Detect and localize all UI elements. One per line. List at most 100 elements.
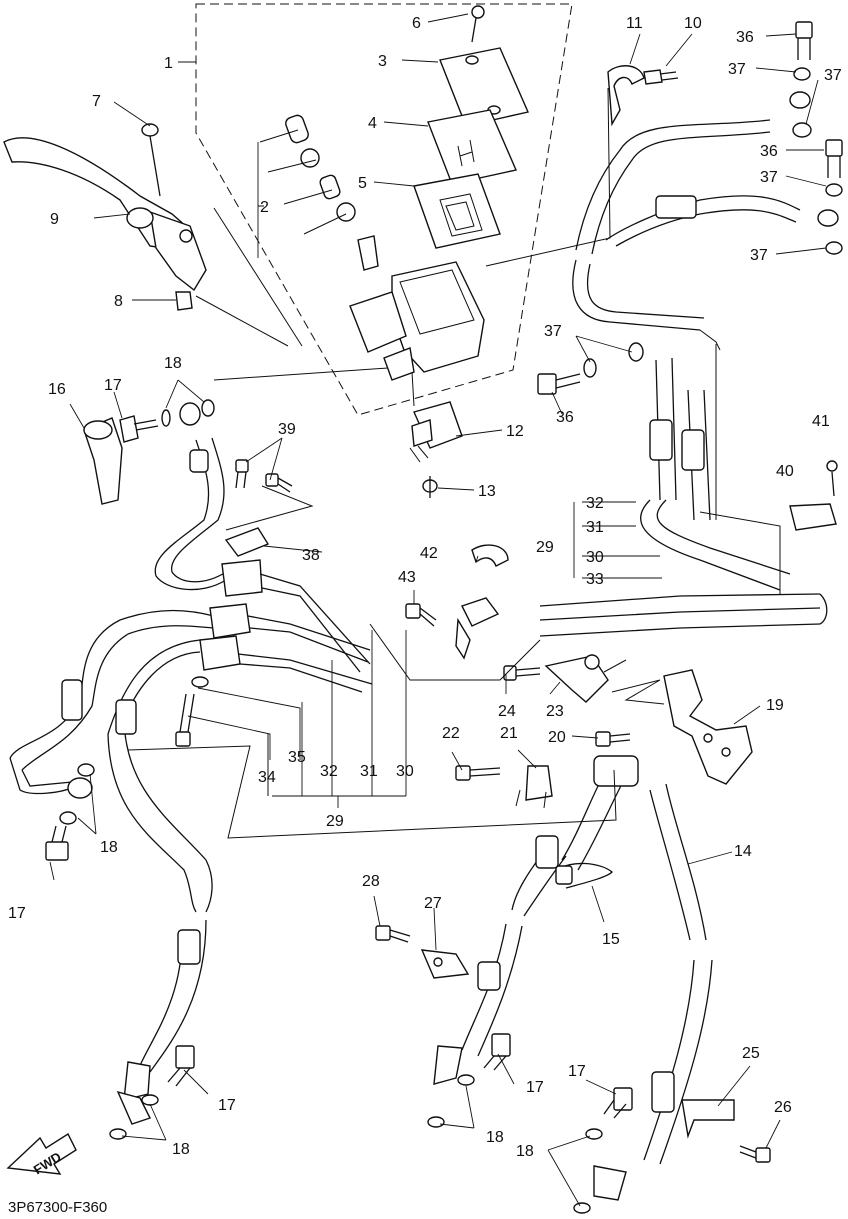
bolt-39-a	[235, 459, 249, 489]
callout-37-right-mid: 37	[760, 169, 778, 186]
callout-20: 20	[548, 729, 566, 746]
callout-7: 7	[92, 93, 101, 110]
callout-29: 29	[536, 539, 554, 556]
front-brake-switch	[409, 401, 463, 463]
callout-29-lower: 29	[326, 813, 344, 830]
brake-hose-lower-left	[107, 635, 373, 1125]
bolt-20	[595, 731, 631, 747]
callout-2: 2	[260, 199, 269, 216]
master-cylinder-diaphragm-plate	[427, 109, 517, 185]
callout-30: 30	[586, 549, 604, 566]
diagram-code: 3P67300-F360	[8, 1199, 107, 1216]
callout-28: 28	[362, 873, 380, 890]
callout-11: 11	[626, 15, 643, 32]
bolt-10	[643, 69, 679, 85]
callout-leaders	[49, 13, 827, 1207]
washers-18-lower	[59, 676, 603, 1214]
bolt-36-mid	[825, 139, 843, 178]
callout-5: 5	[358, 175, 367, 192]
callout-24: 24	[498, 703, 516, 720]
joint-bracket-23	[544, 654, 609, 703]
callout-34: 34	[258, 769, 276, 786]
master-cylinder-cap	[439, 47, 529, 127]
callout-4: 4	[368, 115, 377, 132]
master-cylinder-diaphragm	[413, 173, 501, 249]
callout-21: 21	[500, 725, 518, 742]
callout-32: 32	[586, 495, 604, 512]
callout-19: 19	[766, 697, 784, 714]
callout-36: 36	[736, 29, 754, 46]
callout-31: 31	[586, 519, 604, 536]
brake-hose-upper-right	[539, 119, 828, 637]
bolt-39-b	[265, 473, 293, 493]
callout-32-lower: 32	[320, 763, 338, 780]
callout-18-lower-left: 18	[172, 1141, 190, 1158]
callout-26: 26	[774, 1099, 792, 1116]
callout-37-center: 37	[544, 323, 562, 340]
callout-37-right-low: 37	[750, 247, 768, 264]
bolt-43	[405, 603, 437, 627]
callout-18-lower-mid: 18	[486, 1129, 504, 1146]
callout-18-left: 18	[100, 839, 118, 856]
callout-25: 25	[742, 1045, 760, 1062]
callout-37-right-top: 37	[824, 67, 842, 84]
hose-holder-clamp	[455, 544, 509, 660]
callout-30-lower: 30	[396, 763, 414, 780]
union-bolt	[119, 415, 159, 443]
callout-14: 14	[734, 843, 752, 860]
callout-38: 38	[302, 547, 320, 564]
callout-27: 27	[424, 895, 442, 912]
bolt-17-left	[45, 825, 69, 861]
callout-17-left: 17	[8, 905, 26, 922]
hose-guide-bracket	[663, 669, 753, 785]
callout-18: 18	[164, 355, 182, 372]
brake-lever	[3, 137, 207, 292]
callout-39: 39	[278, 421, 296, 438]
callout-37: 37	[728, 61, 746, 78]
callout-3: 3	[378, 53, 387, 70]
callout-9: 9	[50, 211, 59, 228]
cap-screw	[471, 5, 485, 43]
copper-washers	[161, 399, 215, 427]
brake-hose-upper	[154, 437, 371, 673]
callout-6: 6	[412, 15, 421, 32]
callout-36-mid: 36	[760, 143, 778, 160]
bolt-26	[739, 1145, 771, 1163]
bolt-36-center	[537, 373, 581, 395]
callout-1: 1	[164, 55, 173, 72]
callout-23: 23	[546, 703, 564, 720]
brake-switch-screw	[422, 476, 438, 498]
callout-17-lower-right: 17	[568, 1063, 586, 1080]
hose-clamp-15	[555, 862, 613, 889]
brake-hose-right	[433, 755, 713, 1201]
lever-pivot-bolt	[141, 123, 161, 197]
callout-10: 10	[684, 15, 702, 32]
master-cylinder-assembly-boundary	[195, 3, 573, 416]
bolt-22	[455, 765, 501, 781]
banjo-bolt-cover	[83, 417, 123, 505]
callout-18-lower-right: 18	[516, 1143, 534, 1160]
callout-36-center: 36	[556, 409, 574, 426]
callout-8: 8	[114, 293, 123, 310]
washers-37	[583, 67, 843, 378]
callout-17-lower-left: 17	[218, 1097, 236, 1114]
bolt-24	[503, 665, 541, 681]
hose-holder-bracket-40	[789, 460, 838, 531]
clamp-21	[515, 765, 553, 809]
bolt-28	[375, 925, 411, 943]
hose-clamp-25	[681, 1099, 735, 1139]
piston-kit	[259, 114, 379, 271]
callout-35: 35	[288, 749, 306, 766]
callout-31-lower: 31	[360, 763, 378, 780]
callout-41: 41	[812, 413, 830, 430]
lever-pivot-nut	[175, 291, 193, 311]
master-cylinder-body	[349, 261, 485, 381]
brake-hose-middle	[9, 603, 371, 799]
callout-43: 43	[398, 569, 416, 586]
bolt-17-lower-left	[167, 1045, 195, 1087]
fwd-arrow-icon: FWD	[6, 1132, 77, 1177]
callout-40: 40	[776, 463, 794, 480]
callout-33: 33	[586, 571, 604, 588]
callout-42: 42	[420, 545, 438, 562]
